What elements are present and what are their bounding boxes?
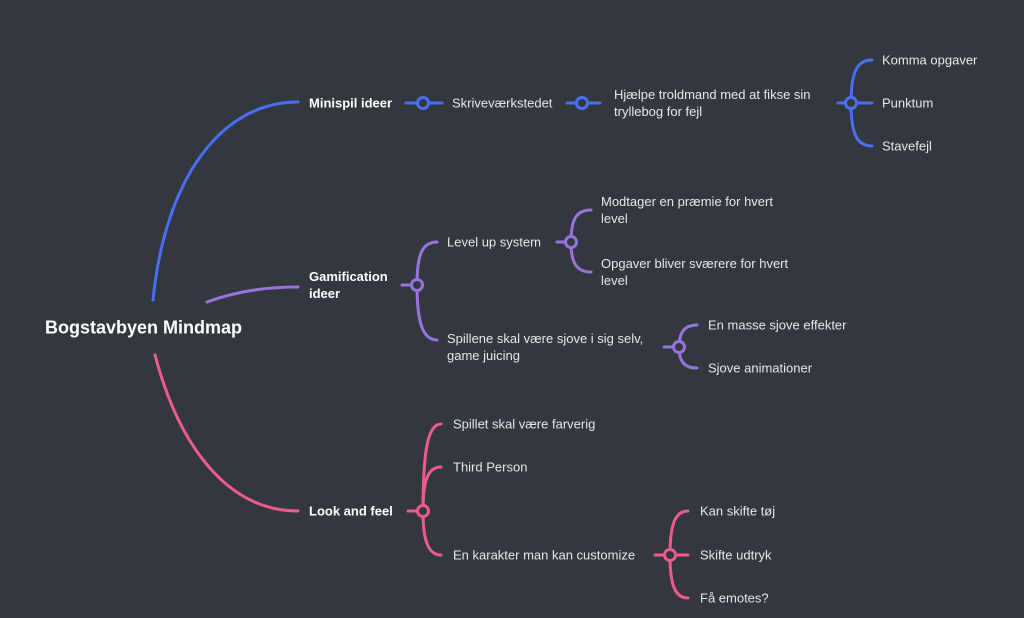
node-komma-opgaver[interactable]: Komma opgaver bbox=[882, 52, 978, 68]
node-punktum[interactable]: Punktum bbox=[882, 95, 934, 111]
node-svaerere-opgaver[interactable]: Opgaver bliver sværere for hvert level bbox=[601, 255, 788, 289]
node-gamification-ideer[interactable]: Gamification ideer bbox=[309, 268, 388, 302]
node-text-line: Gamification bbox=[309, 269, 388, 284]
node-third-person[interactable]: Third Person bbox=[453, 459, 528, 475]
node-sjove-effekter[interactable]: En masse sjove effekter bbox=[708, 317, 847, 333]
node-text-line: Opgaver bliver sværere for hvert bbox=[601, 256, 789, 271]
pink-branch-lines bbox=[153, 353, 690, 600]
node-hjaelpe-troldmand[interactable]: Hjælpe troldmand med at fikse sin trylle… bbox=[614, 86, 811, 120]
node-minispil-ideer[interactable]: Minispil ideer bbox=[309, 95, 393, 111]
blue-branch-lines bbox=[151, 58, 874, 302]
node-emotes[interactable]: Få emotes? bbox=[700, 590, 769, 606]
node-level-up-system[interactable]: Level up system bbox=[447, 234, 541, 250]
node-text-line: Hjælpe troldmand med at fikse sin bbox=[614, 87, 811, 102]
node-skifte-udtryk[interactable]: Skifte udtryk bbox=[700, 547, 772, 563]
node-text-line: level bbox=[601, 211, 628, 226]
purple-branch-lines bbox=[205, 208, 699, 370]
node-text-line: tryllebog for fejl bbox=[614, 104, 703, 119]
node-text-line: Spillene skal være sjove i sig selv, bbox=[447, 331, 644, 346]
node-stavefejl[interactable]: Stavefejl bbox=[882, 138, 932, 154]
node-skrivevaerkstedet[interactable]: Skriveværkstedet bbox=[452, 95, 553, 111]
node-karakter-customize[interactable]: En karakter man kan customize bbox=[453, 547, 636, 563]
node-game-juicing[interactable]: Spillene skal være sjove i sig selv, gam… bbox=[447, 330, 643, 364]
node-text-line: game juicing bbox=[447, 348, 520, 363]
node-text-line: Modtager en præmie for hvert bbox=[601, 194, 773, 209]
root-node[interactable]: Bogstavbyen Mindmap bbox=[45, 317, 243, 338]
node-skifte-toj[interactable]: Kan skifte tøj bbox=[700, 503, 776, 519]
node-praemie[interactable]: Modtager en præmie for hvert level bbox=[601, 193, 773, 227]
node-farverig[interactable]: Spillet skal være farverig bbox=[453, 416, 596, 432]
node-look-and-feel[interactable]: Look and feel bbox=[309, 503, 393, 519]
node-sjove-animationer[interactable]: Sjove animationer bbox=[708, 360, 813, 376]
node-text-line: level bbox=[601, 273, 628, 288]
node-text-line: ideer bbox=[309, 286, 341, 301]
